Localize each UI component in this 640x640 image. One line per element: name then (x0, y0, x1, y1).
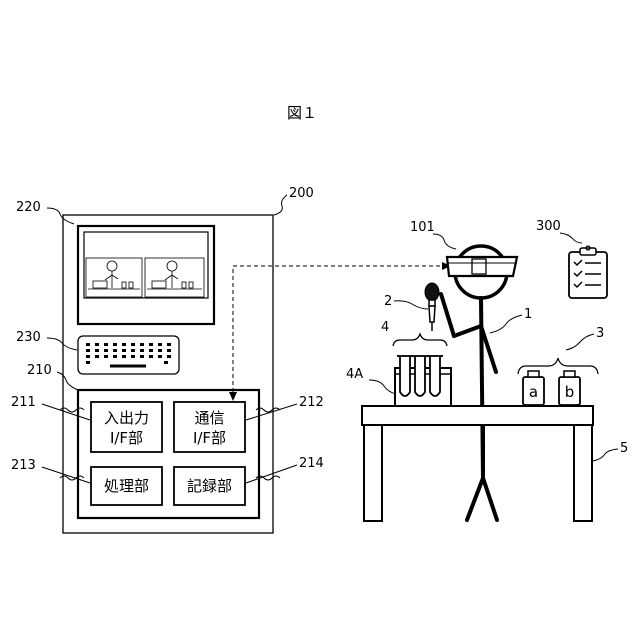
ref-4: 4 (381, 320, 389, 335)
keyboard-key (158, 349, 162, 352)
keyboard-key (122, 349, 126, 352)
keyboard-key (104, 343, 108, 346)
keyboard-key (167, 349, 171, 352)
ref-2: 2 (384, 294, 392, 309)
screen-thumbnail-right (145, 258, 204, 297)
keyboard-key (164, 361, 168, 364)
ref-230: 230 (16, 330, 41, 345)
ref-3: 3 (596, 326, 604, 341)
ref-210: 210 (27, 363, 52, 378)
keyboard-key (113, 349, 117, 352)
keyboard-key (86, 343, 90, 346)
ref-5: 5 (620, 441, 628, 456)
bottle-a-label: a (529, 383, 538, 401)
ref-211: 211 (11, 395, 36, 410)
keyboard-key (131, 343, 135, 346)
ref-4A: 4A (346, 367, 363, 382)
ref-300: 300 (536, 219, 561, 234)
keyboard-key (95, 343, 99, 346)
io-interface-line2: I/F部 (110, 429, 143, 447)
ref-213: 213 (11, 458, 36, 473)
figure-title: 図１ (287, 104, 317, 122)
ref-1: 1 (524, 307, 532, 322)
pipette (425, 283, 439, 331)
checklist-icon (569, 246, 607, 298)
comm-interface-line1: 通信 (194, 409, 224, 427)
test-tubes (397, 356, 443, 396)
keyboard-key (95, 349, 99, 352)
keyboard-key (140, 349, 144, 352)
table-leg-right (574, 425, 592, 521)
keyboard-key (104, 349, 108, 352)
computer: 入出力 I/F部 通信 I/F部 処理部 記録部 (63, 215, 273, 533)
keyboard-key (113, 343, 117, 346)
keyboard-key (140, 355, 144, 358)
person-leg-left (467, 478, 483, 520)
table-leg-left (364, 425, 382, 521)
io-interface-line1: 入出力 (104, 409, 149, 427)
table-top-front (362, 406, 593, 425)
head-mounted-display (447, 257, 517, 276)
tubes-bracket (393, 334, 447, 346)
arrow-to-comm-block (229, 392, 237, 401)
keyboard-key (122, 343, 126, 346)
ref-214: 214 (299, 456, 324, 471)
keyboard-keys (86, 343, 171, 364)
ref-220: 220 (16, 200, 41, 215)
monitor-frame (78, 226, 214, 324)
keyboard-key (113, 355, 117, 358)
keyboard-key (95, 355, 99, 358)
keyboard (78, 336, 179, 374)
ref-101: 101 (410, 220, 435, 235)
keyboard-key (140, 343, 144, 346)
person-upper-arm (441, 294, 454, 336)
processing-label: 処理部 (104, 477, 149, 495)
keyboard-key (149, 349, 153, 352)
keyboard-key (167, 343, 171, 346)
ref-200: 200 (289, 186, 314, 201)
keyboard-key (158, 355, 162, 358)
keyboard-key (131, 355, 135, 358)
keyboard-key (86, 349, 90, 352)
person-leg-right (483, 478, 497, 520)
keyboard-key (86, 361, 90, 364)
screen-thumbnail-left (86, 258, 142, 297)
keyboard-key (122, 355, 126, 358)
keyboard-key (149, 343, 153, 346)
keyboard-key (104, 355, 108, 358)
keyboard-key (131, 349, 135, 352)
ref-212: 212 (299, 395, 324, 410)
comm-interface-line2: I/F部 (193, 429, 226, 447)
person-arm-left (454, 326, 481, 336)
keyboard-key (86, 355, 90, 358)
bottle-b-label: b (565, 383, 575, 401)
keyboard-key (149, 355, 153, 358)
recording-label: 記録部 (187, 477, 232, 495)
keyboard-key (167, 355, 171, 358)
keyboard-key (158, 343, 162, 346)
